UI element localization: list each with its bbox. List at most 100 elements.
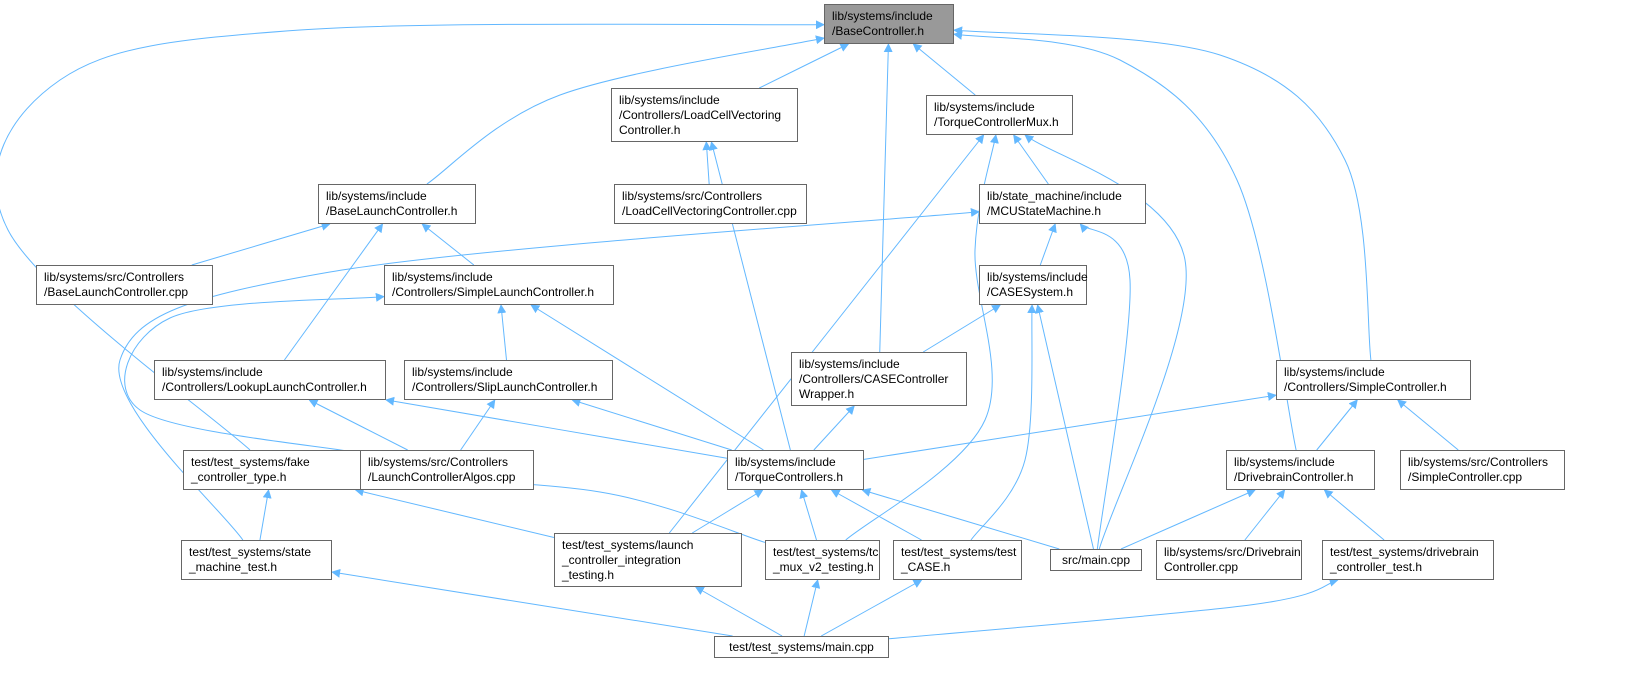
edge-srcmain-to-tcmux [1024,134,1187,550]
node-label-line: lib/systems/include [1234,455,1335,469]
graph-node-lcvh[interactable]: lib/systems/include/Controllers/LoadCell… [611,88,798,142]
edge-drivebraintest-to-drivebrainh [1323,489,1385,541]
node-label-line: /Controllers/SimpleLaunchController.h [392,285,595,299]
edge-slip-to-simplelaunch [497,304,507,361]
edge-lcvcpp-to-lcvh [702,141,712,185]
edge-lcitest-to-tcmux [668,134,985,534]
edge-simplectrlcpp-to-simplectrlh [1397,399,1459,451]
graph-node-slip[interactable]: lib/systems/include/Controllers/SlipLaun… [404,360,613,400]
edge-srcmain-to-torquectrls [861,488,1060,550]
node-label-line: lib/state_machine/include [987,189,1122,203]
graph-node-lookup[interactable]: lib/systems/include/Controllers/LookupLa… [154,360,386,400]
graph-node-mcusm[interactable]: lib/state_machine/include/MCUStateMachin… [979,184,1146,224]
node-label-line: _controller_test.h [1330,560,1423,574]
node-label-line: test/test_systems/state [189,545,312,559]
edge-smtest-to-fake [259,489,272,541]
edge-srcmain-to-mcusm [1079,223,1131,550]
node-label-line: test/test_systems/main.cpp [729,639,874,654]
node-label-line: test/test_systems/launch [562,537,694,552]
edge-lookup-to-baselaunchh [284,223,384,361]
edge-baselaunchcpp-to-baselaunchh [191,221,331,266]
edge-casesys-to-mcusm [1039,223,1057,266]
graph-node-torquectrls[interactable]: lib/systems/include/TorqueControllers.h [727,450,864,490]
node-label-line: /TorqueControllers.h [735,470,844,484]
graph-node-simplectrlcpp[interactable]: lib/systems/src/Controllers/SimpleContro… [1400,450,1565,490]
node-label-line: _CASE.h [901,560,951,574]
graph-node-fake[interactable]: test/test_systems/fake_controller_type.h [183,450,361,490]
graph-node-testmain[interactable]: test/test_systems/main.cpp [714,636,889,658]
graph-node-lcitest[interactable]: test/test_systems/launch_controller_inte… [554,533,742,587]
edge-testmain-to-lcitest [694,586,783,637]
graph-node-baselaunchcpp[interactable]: lib/systems/src/Controllers/BaseLaunchCo… [36,265,213,305]
node-label-line: lib/systems/include [162,365,263,379]
graph-node-smtest[interactable]: test/test_systems/state_machine_test.h [181,540,332,580]
node-label-line: test/test_systems/drivebrain [1330,545,1479,559]
graph-node-drivebrainh[interactable]: lib/systems/include/DrivebrainController… [1226,450,1375,490]
node-label-line: /BaseLaunchController.h [326,204,458,218]
edge-baselaunchh-to-basectrl [426,35,825,185]
node-label-line: Controller.cpp [1164,560,1239,574]
edge-testmain-to-drivebraintest [888,577,1339,640]
node-label-line: /SimpleController.cpp [1408,470,1523,484]
graph-node-basectrl[interactable]: lib/systems/include/BaseController.h [824,4,954,44]
node-label-line: /TorqueControllerMux.h [934,115,1059,129]
edge-algos-to-slip [460,399,496,451]
graph-node-drivebraintest[interactable]: test/test_systems/drivebrain_controller_… [1322,540,1494,580]
graph-node-simplelaunch[interactable]: lib/systems/include/Controllers/SimpleLa… [384,265,614,305]
node-label-line: /BaseLaunchController.cpp [44,285,189,299]
node-label-line: _controller_type.h [191,470,287,484]
edge-casetest-to-torquectrls [830,489,922,541]
node-label-line: _testing.h [562,567,615,582]
edge-testmain-to-smtest [331,568,733,637]
node-label-line: test/test_systems/test [901,545,1017,559]
edge-tcmuxtest-to-torquectrls [799,489,817,541]
edge-simplelaunch-to-baselaunchh [421,223,475,266]
graph-node-lcvcpp[interactable]: lib/systems/src/Controllers/LoadCellVect… [614,184,807,224]
node-label-line: /Controllers/LoadCellVectoring [619,107,782,122]
node-label-line: lib/systems/include [619,92,720,107]
node-label-line: lib/systems/src/Controllers [44,270,185,284]
node-label-line: lib/systems/include [392,270,493,284]
node-label-line: lib/systems/src/Drivebrain [1164,545,1301,559]
node-label-line: _controller_integration [562,552,681,567]
node-label-line: lib/systems/include [1284,365,1385,379]
edge-algos-to-lookup [308,399,408,451]
graph-node-simplectrlh[interactable]: lib/systems/include/Controllers/SimpleCo… [1276,360,1471,400]
edge-tcmuxtest-to-tcmux [845,134,999,541]
edge-torquectrls-to-slip [571,398,732,451]
graph-node-srcmain[interactable]: src/main.cpp [1050,549,1142,571]
edge-srcmain-to-drivebrainh [1120,489,1256,550]
edge-torquectrls-to-lookup [385,396,728,459]
node-label-line: lib/systems/include [934,100,1035,114]
node-label-line: lib/systems/include [735,455,836,469]
edge-lcitest-to-fake [354,487,555,538]
edge-testmain-to-tcmuxtest [803,579,821,637]
graph-node-tcmux[interactable]: lib/systems/include/TorqueControllerMux.… [926,95,1073,135]
node-label-line: lib/systems/include [987,270,1088,284]
edge-drivebraincpp-to-drivebrainh [1244,489,1286,541]
graph-node-casesys[interactable]: lib/systems/include/CASESystem.h [979,265,1088,305]
edge-algos-to-simplelaunch [124,292,385,454]
node-label-line: lib/systems/include [832,9,933,23]
edge-mcusm-to-tcmux [1013,134,1049,185]
edge-srcmain-to-casesys [1035,304,1094,550]
node-label-line: Wrapper.h [799,386,855,401]
graph-node-baselaunchh[interactable]: lib/systems/include/BaseLaunchController… [318,184,476,224]
edge-drivebrainh-to-basectrl [953,30,1297,451]
node-label-line: src/main.cpp [1061,552,1131,567]
node-label-line: /BaseController.h [832,24,925,38]
edge-lcvh-to-basectrl [759,43,850,89]
graph-node-tcmuxtest[interactable]: test/test_systems/tc_mux_v2_testing.h [765,540,880,580]
node-label-line: /LaunchControllerAlgos.cpp [368,470,516,484]
graph-node-algos[interactable]: lib/systems/src/Controllers/LaunchContro… [360,450,534,490]
node-label-line: Controller.h [619,122,681,137]
node-label-line: /MCUStateMachine.h [987,204,1102,218]
edge-casetest-to-casesys [970,304,1037,541]
graph-node-casewrap[interactable]: lib/systems/include/Controllers/CASECont… [791,352,967,406]
edge-fake-to-basectrl [0,20,825,451]
graph-node-casetest[interactable]: test/test_systems/test_CASE.h [893,540,1022,580]
node-label-line: /Controllers/LookupLaunchController.h [162,380,367,394]
node-label-line: lib/systems/src/Controllers [1408,455,1549,469]
